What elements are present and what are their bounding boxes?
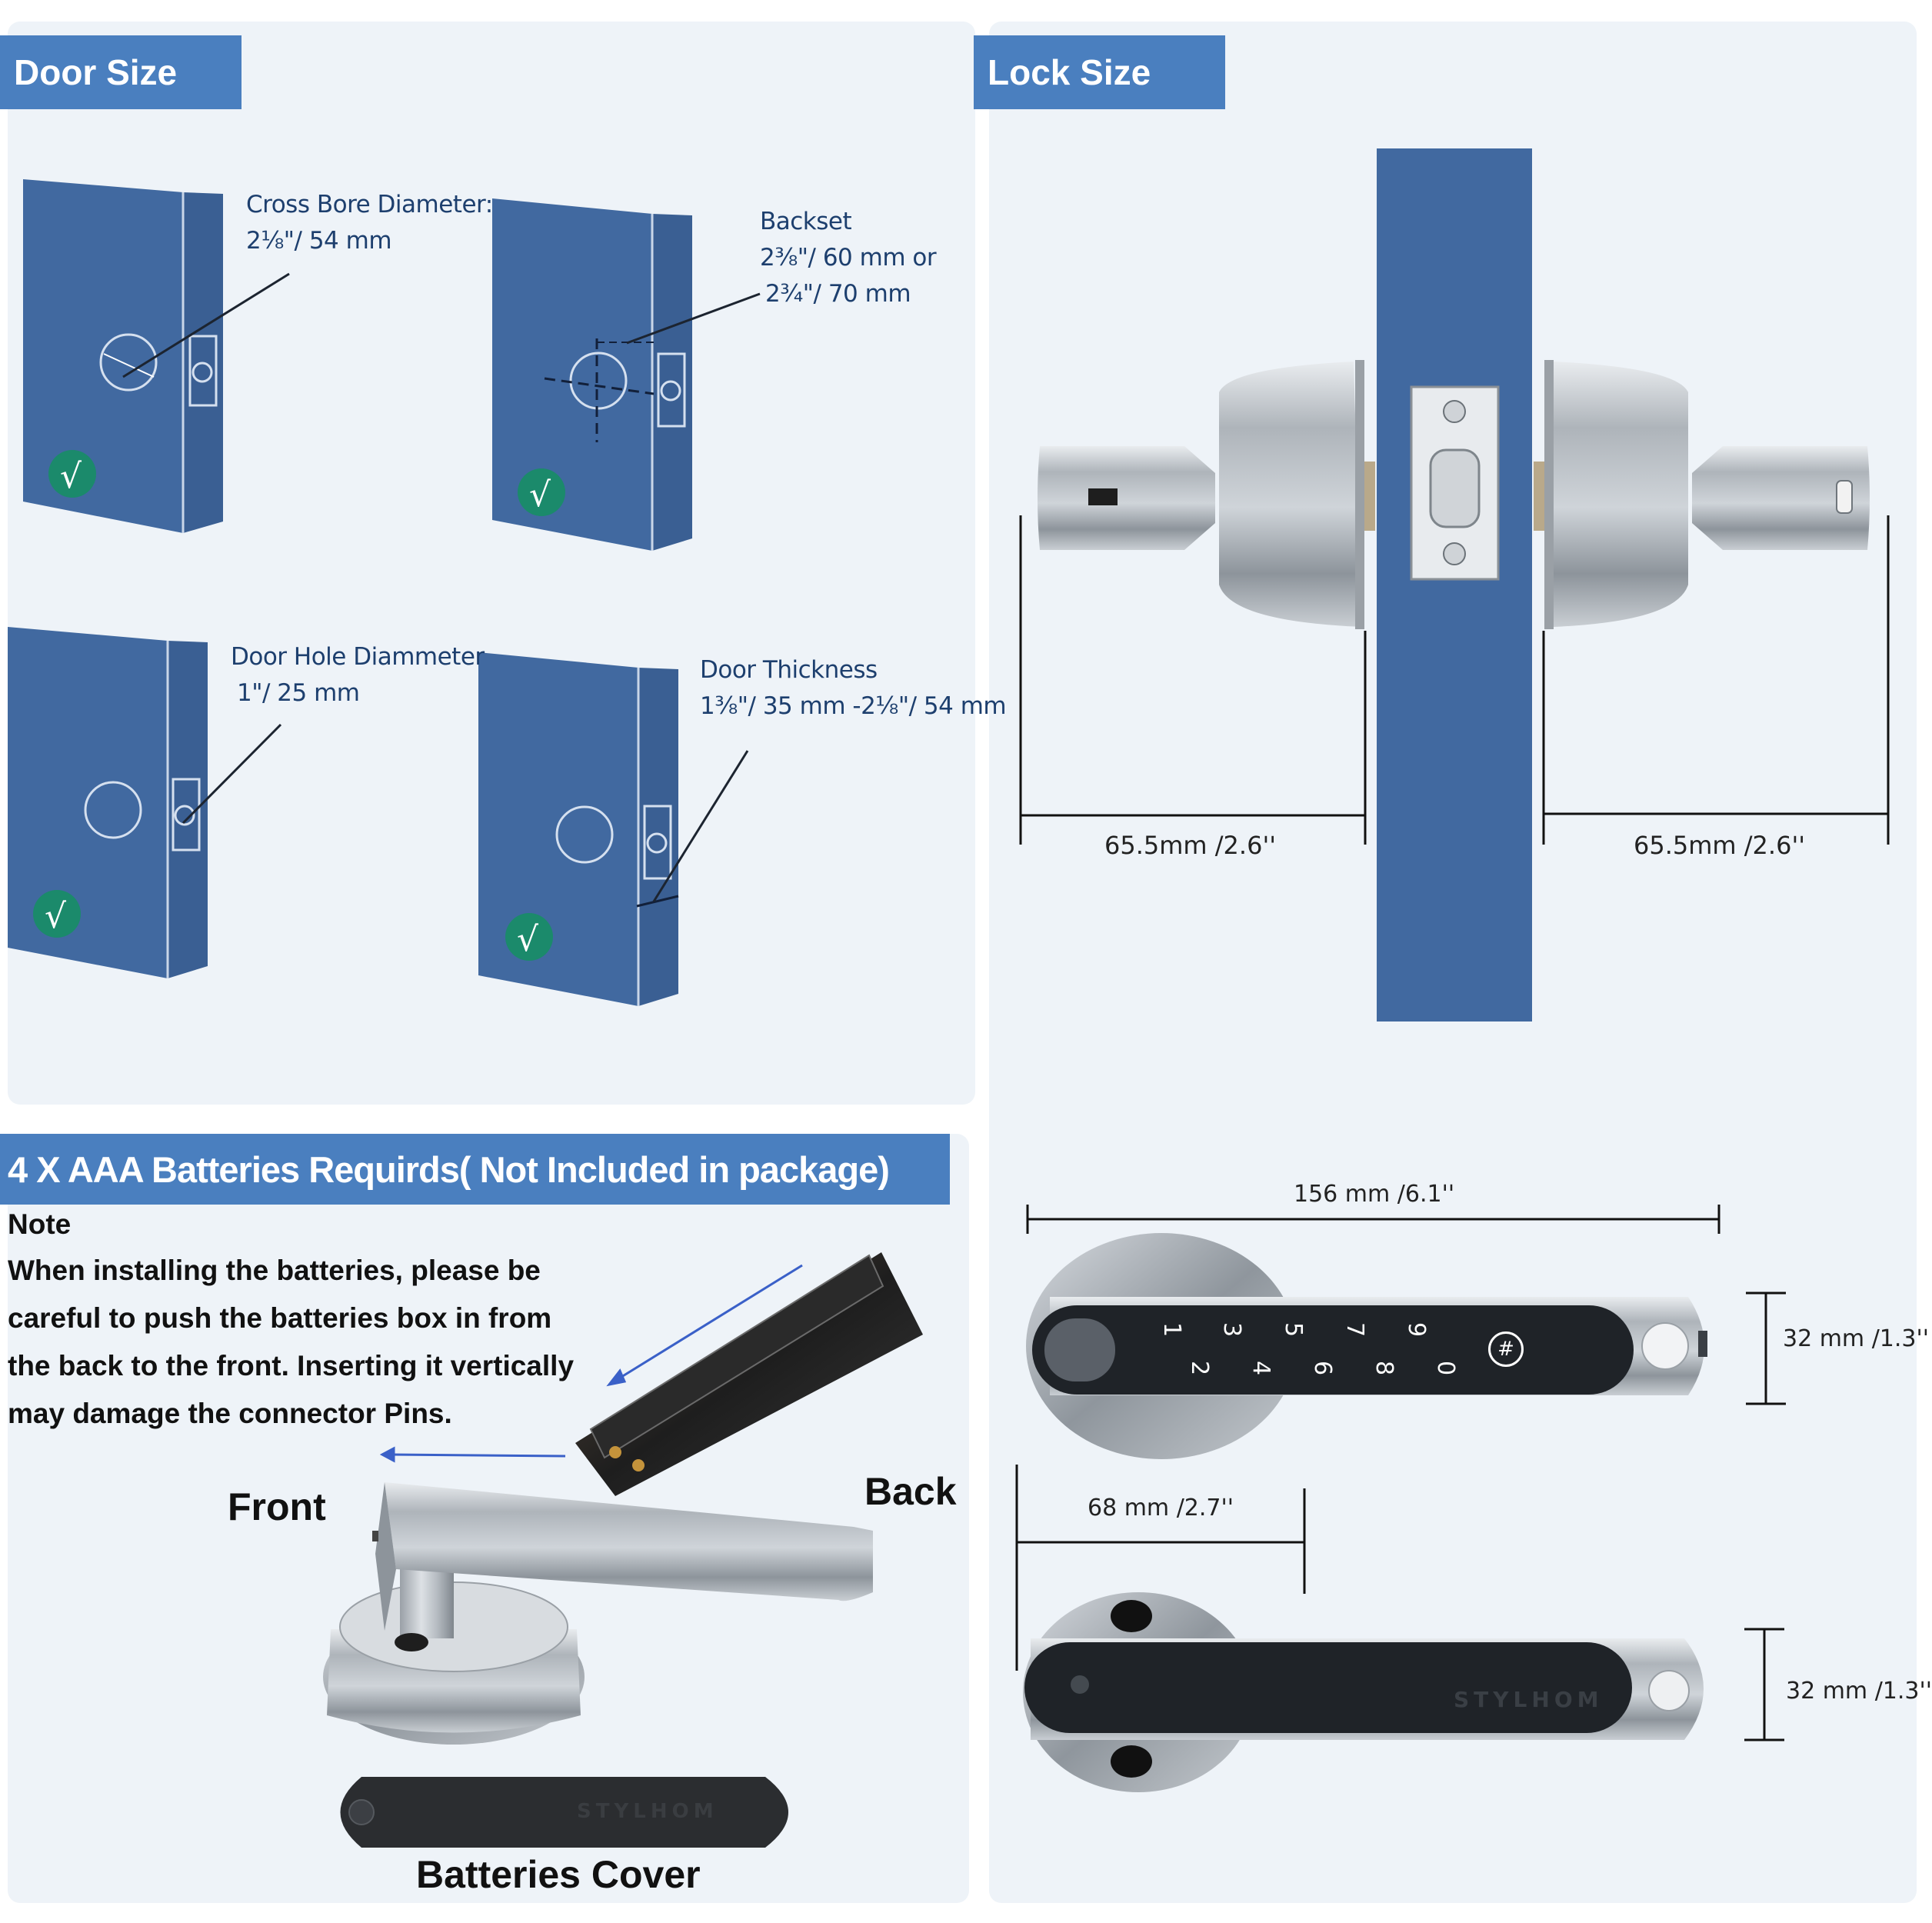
batteries-cover-illustration	[340, 1777, 788, 1848]
knob-dimension-lines	[1019, 515, 1890, 845]
key-hash[interactable]: #	[1488, 1331, 1524, 1367]
door-section	[1377, 148, 1532, 1021]
door-hole-label: Door Hole Diammeter	[231, 643, 485, 671]
svg-text:√: √	[517, 920, 539, 959]
batteries-title: 4 X AAA Batteries Requirds( Not Included…	[0, 1134, 950, 1205]
key-4[interactable]: 4	[1247, 1360, 1275, 1376]
insert-direction-arrows	[379, 1264, 803, 1463]
key-2[interactable]: 2	[1186, 1360, 1214, 1376]
svg-text:√: √	[45, 897, 67, 936]
door-thickness-value: 1⅜"/ 35 mm -2⅛"/ 54 mm	[700, 692, 1007, 720]
lever-height-front-dimension: 32 mm /1.3''	[1783, 1325, 1930, 1352]
door-hole: √	[8, 627, 282, 978]
note-line-1: When installing the batteries, please be	[8, 1255, 541, 1286]
backset-label: Backset	[760, 208, 852, 235]
cross-bore-label: Cross Bore Diameter:	[246, 191, 493, 218]
back-label: Back	[864, 1470, 957, 1513]
note-line-3: the back to the front. Inserting it vert…	[8, 1350, 575, 1381]
door-hole-value: 1"/ 25 mm	[237, 679, 360, 707]
brand-mark-back: STYLHOM	[1454, 1687, 1604, 1712]
lever-front-dimension-lines	[1026, 1205, 1786, 1405]
svg-text:√: √	[529, 475, 551, 515]
lever-back-dimension-lines	[1015, 1465, 1784, 1741]
backset-value-1: 2⅜"/ 60 mm or	[760, 244, 937, 272]
knob-right-dimension: 65.5mm /2.6''	[1634, 831, 1806, 860]
key-1[interactable]: 1	[1158, 1321, 1186, 1338]
note-heading: Note	[8, 1208, 72, 1240]
door-thickness: √	[478, 652, 749, 1006]
lever-handle-illustration	[323, 1482, 873, 1745]
svg-text:√: √	[60, 457, 82, 496]
lever-height-back-dimension: 32 mm /1.3''	[1786, 1678, 1932, 1705]
key-0[interactable]: 0	[1432, 1360, 1460, 1376]
base-width-dimension: 68 mm /2.7''	[1088, 1495, 1234, 1521]
cross-bore-value: 2⅛"/ 54 mm	[246, 227, 392, 255]
batteries-cover-label: Batteries Cover	[416, 1853, 701, 1896]
key-5[interactable]: 5	[1280, 1321, 1307, 1338]
key-6[interactable]: 6	[1309, 1360, 1337, 1376]
key-8[interactable]: 8	[1371, 1360, 1398, 1376]
lever-length-dimension: 156 mm /6.1''	[1294, 1181, 1455, 1208]
key-3[interactable]: 3	[1218, 1321, 1246, 1338]
note-line-2: careful to push the batteries box in fro…	[8, 1302, 552, 1334]
door-backset: √	[492, 198, 761, 551]
key-7[interactable]: 7	[1341, 1321, 1369, 1338]
knob-left-dimension: 65.5mm /2.6''	[1104, 831, 1277, 860]
lever-back-illustration	[1023, 1592, 1704, 1792]
keypad: 1 2 3 4 5 6 7 8 9 0 #	[1154, 1311, 1584, 1388]
door-thickness-label: Door Thickness	[700, 656, 878, 684]
note-line-4: may damage the connector Pins.	[8, 1398, 452, 1429]
lock-size-title: Lock Size	[974, 35, 1225, 109]
front-label: Front	[228, 1485, 326, 1528]
brand-mark-cover: STYLHOM	[577, 1800, 718, 1823]
lever-front-illustration	[1026, 1233, 1707, 1459]
backset-value-2: 2¾"/ 70 mm	[765, 280, 911, 308]
knob-lock-illustration	[1038, 360, 1870, 629]
key-9[interactable]: 9	[1403, 1321, 1431, 1338]
door-size-title: Door Size	[0, 35, 242, 109]
door-cross-bore: √	[23, 179, 290, 533]
battery-box-illustration	[575, 1252, 923, 1496]
